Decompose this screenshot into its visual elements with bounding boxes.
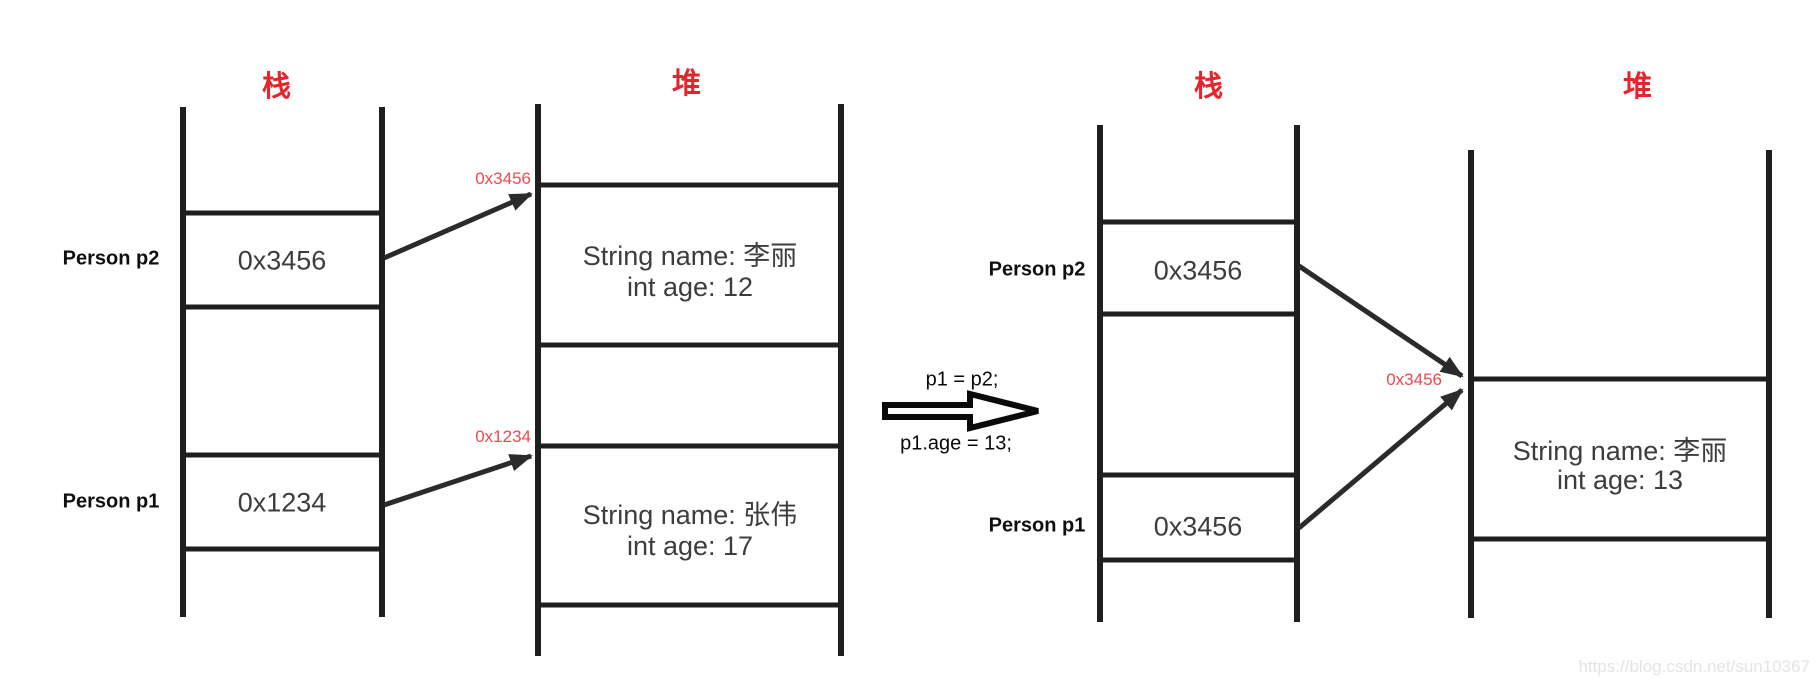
- right-heap-address-0x3456: 0x3456: [1386, 370, 1442, 389]
- left-var-person-p2: Person p2: [62, 247, 160, 270]
- left-heap-object-2-age: int age: 17: [626, 531, 754, 561]
- right-value-p1: 0x3456: [1153, 511, 1243, 542]
- right-var-person-p2: Person p2: [988, 258, 1086, 281]
- left-stack-title: 栈: [261, 71, 293, 103]
- right-p1-pointer-arrow: [1297, 388, 1464, 530]
- statement-p1-age-13: p1.age = 13;: [900, 432, 1012, 455]
- left-heap-title: 堆: [671, 68, 703, 100]
- left-heap-object-2: String name: 张伟 int age: 17: [583, 500, 798, 562]
- left-heap-object-1-name: String name: 李丽: [582, 241, 798, 271]
- statement-p1-equals-p2: p1 = p2;: [925, 368, 999, 391]
- right-heap-object-1-name: String name: 李丽: [1512, 436, 1728, 466]
- left-value-p2: 0x3456: [237, 245, 327, 276]
- left-value-p1: 0x1234: [237, 487, 327, 518]
- left-var-person-p1: Person p1: [62, 490, 160, 513]
- left-stack-ladder: [180, 107, 385, 617]
- right-value-p2: 0x3456: [1153, 255, 1243, 286]
- right-heap-object-1-age: int age: 13: [1556, 465, 1684, 495]
- left-heap-address-0x1234: 0x1234: [475, 427, 531, 446]
- right-var-person-p1: Person p1: [988, 514, 1086, 537]
- right-heap-ladder: [1468, 150, 1772, 618]
- left-heap-ladder: [535, 104, 844, 656]
- right-stack-ladder: [1097, 125, 1300, 622]
- transition-arrow: [882, 390, 1039, 432]
- left-p2-pointer-arrow: [383, 191, 533, 261]
- left-heap-object-2-name: String name: 张伟: [582, 500, 798, 530]
- left-heap-object-1-age: int age: 12: [626, 272, 754, 302]
- right-stack-title: 栈: [1193, 71, 1225, 103]
- right-heap-title: 堆: [1622, 71, 1654, 103]
- left-heap-object-1: String name: 李丽 int age: 12: [583, 241, 798, 303]
- right-p2-pointer-arrow: [1297, 263, 1464, 379]
- left-p1-pointer-arrow: [383, 453, 533, 508]
- watermark-url: https://blog.csdn.net/sun10367: [1578, 657, 1810, 676]
- right-heap-object-1: String name: 李丽 int age: 13: [1513, 437, 1728, 495]
- left-heap-address-0x3456: 0x3456: [475, 169, 531, 188]
